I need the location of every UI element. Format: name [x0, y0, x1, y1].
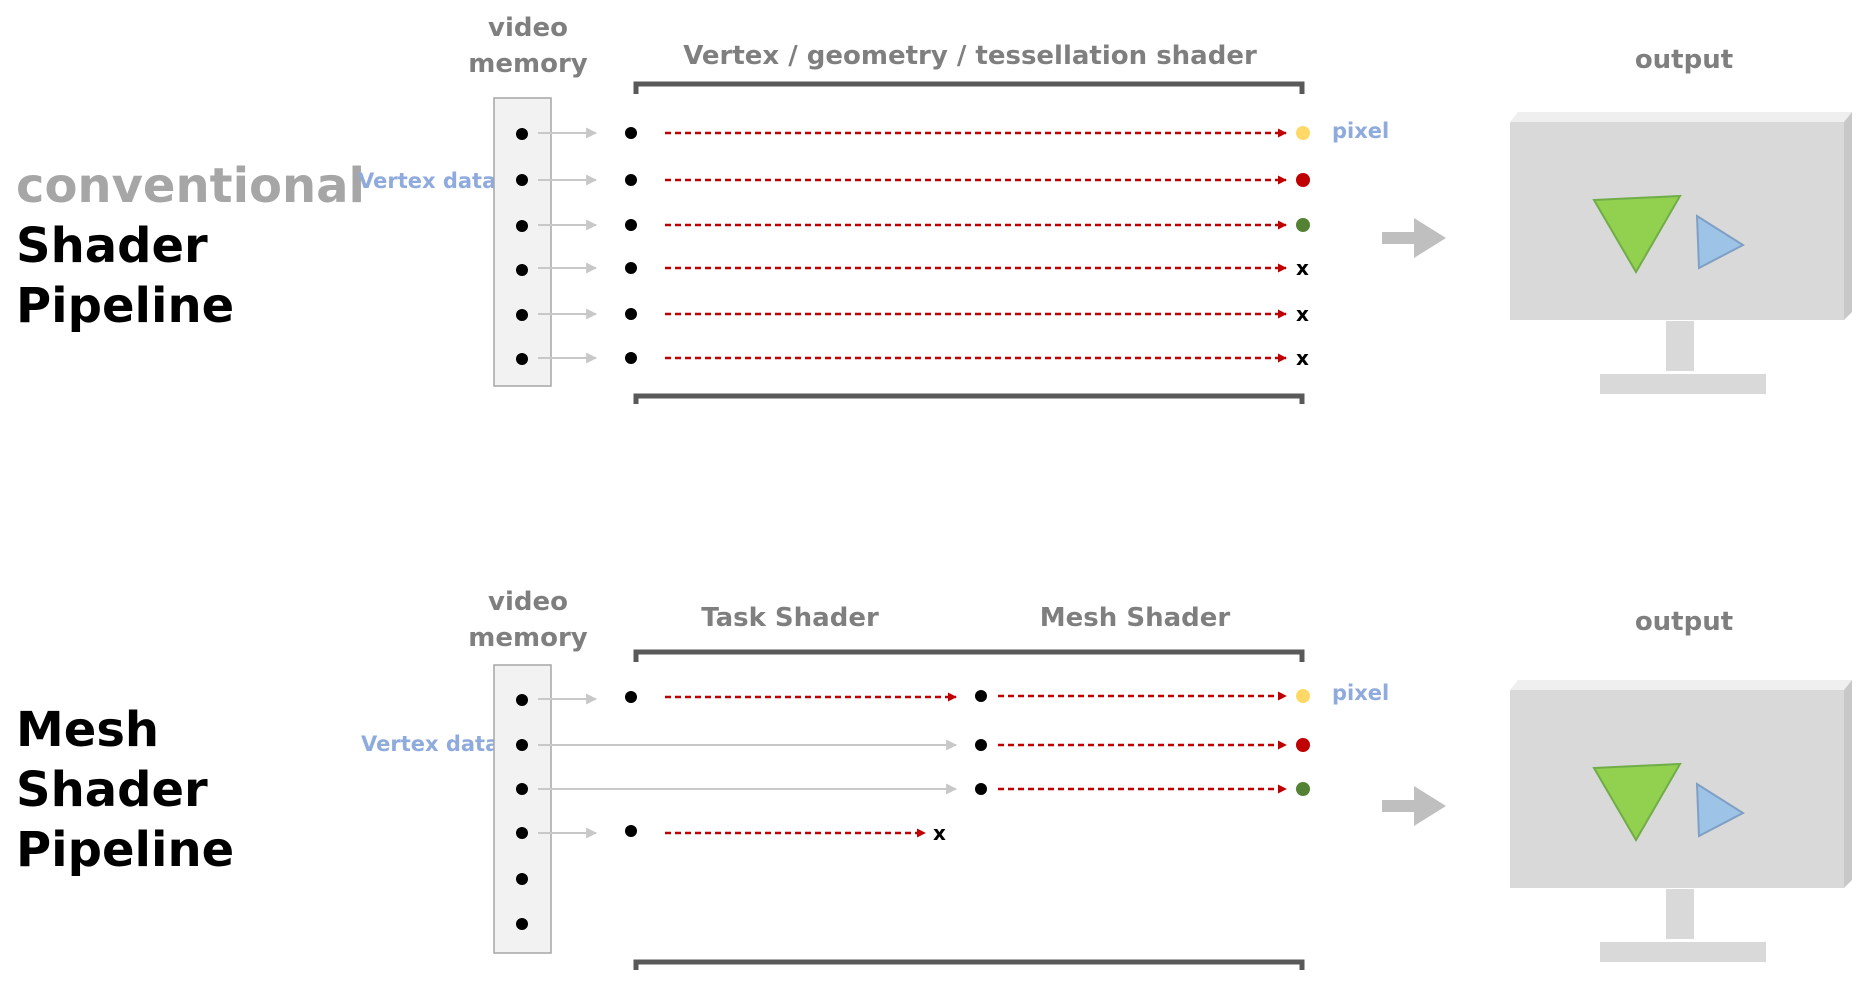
mesh-monitor-neck [1666, 889, 1694, 939]
mesh-output-label: output [1635, 607, 1733, 637]
conventional-row-5-vertex [625, 308, 637, 320]
conventional-title: conventional Shader Pipeline [16, 158, 365, 334]
mesh-monitor-icon [1510, 680, 1852, 962]
mesh-vertex-row-2 [538, 738, 1310, 752]
mesh-memory-vertex-1 [516, 694, 528, 706]
conventional-row-4-vertex [625, 262, 637, 274]
mesh-vertex-row-3 [538, 782, 1310, 796]
conventional-row-5-culled-mark: x [1296, 302, 1309, 326]
conventional-row-1-pixel-yellow [1296, 126, 1310, 140]
mesh-output-arrow [1382, 786, 1446, 826]
conventional-vertex-data-label: Vertex data [358, 169, 496, 193]
mesh-vertex-row-4: x [538, 821, 946, 845]
conventional-output-arrow [1382, 218, 1446, 258]
conventional-memory-vertex-2 [516, 174, 528, 186]
conventional-stage-bottom-bracket [633, 393, 1305, 404]
conventional-row-2-vertex [625, 174, 637, 186]
mesh-memory-vertex-2 [516, 739, 528, 751]
conventional-monitor-top-bevel [1510, 112, 1852, 122]
conventional-title-line3: Pipeline [16, 278, 234, 334]
mesh-vertex-data-label: Vertex data [361, 732, 499, 756]
conventional-pipeline-section: conventional Shader Pipeline video memor… [16, 13, 1852, 404]
conventional-row-4-culled-mark: x [1296, 256, 1309, 280]
conventional-title-line1: conventional [16, 158, 365, 214]
mesh-row-2-mesh-vertex [975, 739, 987, 751]
conventional-row-3-pixel-green [1296, 218, 1310, 232]
conventional-memory-vertex-3 [516, 220, 528, 232]
conventional-vertex-row-4: x [538, 256, 1309, 280]
conventional-memory-vertex-1 [516, 128, 528, 140]
conventional-row-6-culled-mark: x [1296, 346, 1309, 370]
conventional-stage-label: Vertex / geometry / tessellation shader [683, 41, 1257, 71]
conventional-monitor-screen [1510, 122, 1844, 320]
mesh-memory-vertex-5 [516, 873, 528, 885]
mesh-memory-label-line2: memory [468, 623, 588, 653]
conventional-pixel-label: pixel [1332, 119, 1389, 143]
mesh-row-3-pixel-green [1296, 782, 1310, 796]
mesh-memory-label-line1: video [488, 587, 568, 617]
mesh-video-memory-box [493, 664, 552, 954]
mesh-row-1-pixel-yellow [1296, 689, 1310, 703]
conventional-monitor-icon [1510, 112, 1852, 394]
mesh-monitor-base [1600, 942, 1766, 962]
mesh-title-line1: Mesh [16, 702, 159, 758]
conventional-memory-vertex-5 [516, 309, 528, 321]
conventional-monitor-side-bevel [1844, 112, 1852, 320]
conventional-memory-vertex-4 [516, 264, 528, 276]
mesh-memory-vertex-4 [516, 827, 528, 839]
mesh-row-1-task-vertex [625, 691, 637, 703]
mesh-task-shader-label: Task Shader [701, 603, 879, 633]
mesh-stage-top-bracket [633, 649, 1305, 662]
conventional-stage-top-bracket [633, 81, 1305, 94]
mesh-mesh-shader-label: Mesh Shader [1040, 603, 1231, 633]
mesh-title: Mesh Shader Pipeline [16, 702, 234, 878]
mesh-pipeline-section: Mesh Shader Pipeline video memory Vertex… [16, 587, 1852, 970]
conventional-memory-label-line1: video [488, 13, 568, 43]
conventional-vertex-row-6: x [538, 346, 1309, 370]
conventional-vertex-row-2 [538, 173, 1310, 187]
mesh-monitor-screen [1510, 690, 1844, 888]
conventional-row-2-pixel-red [1296, 173, 1310, 187]
conventional-title-line2: Shader [16, 218, 208, 274]
mesh-row-3-mesh-vertex [975, 783, 987, 795]
conventional-vertex-row-1 [538, 126, 1310, 140]
mesh-row-2-pixel-red [1296, 738, 1310, 752]
conventional-memory-vertex-6 [516, 353, 528, 365]
conventional-vertex-row-3 [538, 218, 1310, 232]
mesh-vertex-row-1 [538, 689, 1310, 705]
mesh-memory-vertex-6 [516, 918, 528, 930]
conventional-video-memory-box [493, 97, 552, 387]
mesh-title-line3: Pipeline [16, 822, 234, 878]
mesh-blue-triangle [1695, 782, 1746, 838]
conventional-monitor-neck [1666, 321, 1694, 371]
mesh-monitor-top-bevel [1510, 680, 1852, 690]
conventional-green-triangle [1592, 194, 1682, 274]
mesh-pixel-label: pixel [1332, 681, 1389, 705]
mesh-green-triangle [1592, 762, 1682, 842]
mesh-row-4-task-vertex [625, 825, 637, 837]
mesh-memory-vertex-3 [516, 783, 528, 795]
mesh-stage-bottom-bracket [633, 959, 1305, 970]
conventional-row-3-vertex [625, 219, 637, 231]
mesh-memory-vertices [516, 694, 528, 930]
mesh-monitor-side-bevel [1844, 680, 1852, 888]
conventional-row-1-vertex [625, 127, 637, 139]
conventional-row-6-vertex [625, 352, 637, 364]
conventional-memory-label-line2: memory [468, 49, 588, 79]
conventional-memory-vertices [516, 128, 528, 365]
conventional-monitor-base [1600, 374, 1766, 394]
mesh-title-line2: Shader [16, 762, 208, 818]
conventional-vertex-row-5: x [538, 302, 1309, 326]
mesh-row-1-mesh-vertex [975, 690, 987, 702]
conventional-vertex-rows: xxx [538, 126, 1310, 370]
conventional-output-label: output [1635, 45, 1733, 75]
conventional-blue-triangle [1695, 214, 1746, 270]
mesh-row-4-culled-mark: x [933, 821, 946, 845]
